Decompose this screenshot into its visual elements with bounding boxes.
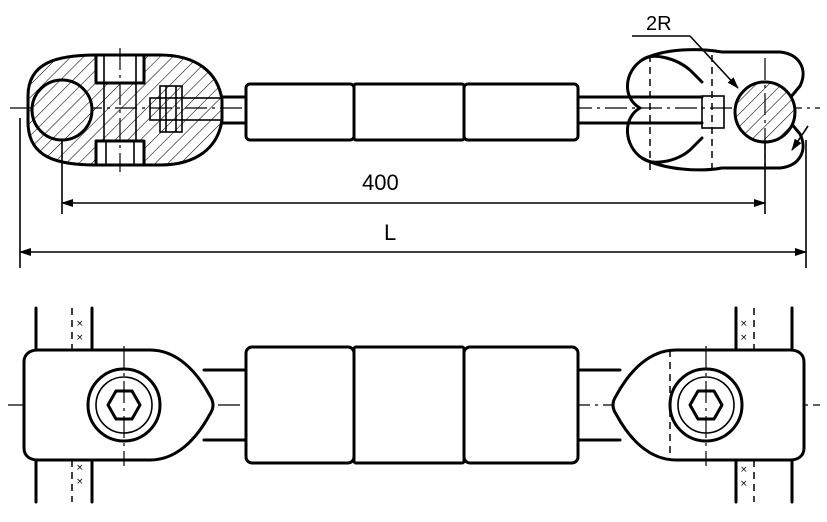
right-conductor-top: × × × × <box>734 306 794 504</box>
svg-text:×: × <box>740 465 748 475</box>
svg-text:×: × <box>76 319 84 329</box>
dimension-L: L <box>19 118 807 268</box>
front-damper-body <box>244 82 580 142</box>
right-clamp <box>626 48 805 172</box>
front-section-view: 2R 400 L <box>10 13 820 268</box>
left-clamp-section <box>26 48 224 172</box>
right-rod-end <box>701 95 725 129</box>
front-rod <box>220 95 704 125</box>
radius-callout: 2R <box>632 13 809 151</box>
svg-text:×: × <box>740 479 748 489</box>
svg-text:×: × <box>740 319 748 329</box>
top-view: × × × × <box>8 306 820 504</box>
svg-text:×: × <box>76 477 84 487</box>
svg-text:×: × <box>76 333 84 343</box>
left-conductor-top: × × × × <box>34 306 94 504</box>
left-hex-socket-icon <box>106 389 142 421</box>
right-clamp-top <box>611 346 806 466</box>
right-hex-socket-icon <box>688 389 724 421</box>
dimension-inner-value: 400 <box>362 170 399 195</box>
svg-text:×: × <box>76 463 84 473</box>
top-rod <box>202 368 622 442</box>
left-clamp-top <box>22 346 215 466</box>
dimension-400: 400 <box>61 140 766 214</box>
top-damper-body <box>244 345 580 465</box>
left-rod-eye <box>149 97 223 121</box>
svg-text:×: × <box>740 333 748 343</box>
dimension-overall-value: L <box>384 220 396 245</box>
radius-label: 2R <box>646 13 672 35</box>
